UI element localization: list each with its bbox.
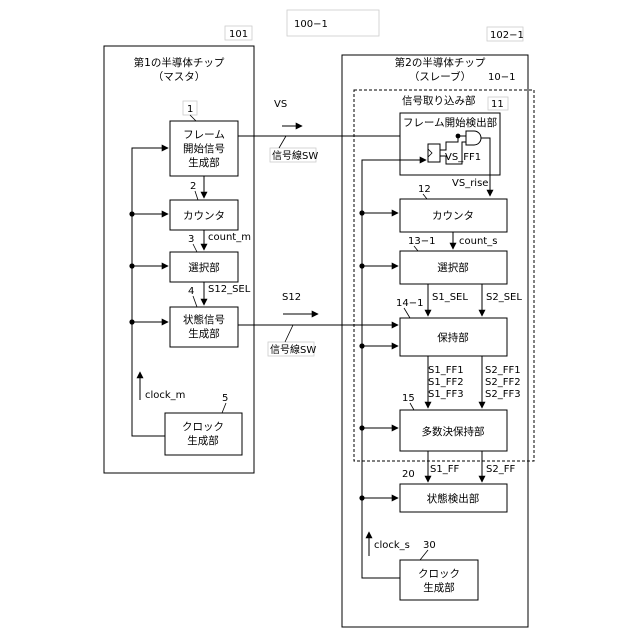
clock-gen-m-block <box>165 413 242 455</box>
frame-detect-ref: 11 <box>491 99 504 110</box>
s1-ff2-label: S1_FF2 <box>428 377 464 388</box>
chip2-subtitle: （スレーブ） <box>409 70 471 83</box>
s2-ff1-label: S2_FF1 <box>485 365 521 376</box>
clock-gen-m-ref: 5 <box>222 393 228 404</box>
s1-ff-label: S1_FF <box>430 464 459 475</box>
majority-label: 多数決保持部 <box>422 425 485 438</box>
chip2-title: 第2の半導体チップ <box>395 56 486 69</box>
selector-m-ref: 3 <box>188 234 194 245</box>
chip1-title: 第1の半導体チップ <box>134 56 225 69</box>
vs-line-label: 信号線SW <box>272 149 318 162</box>
counter-m-ref: 2 <box>190 181 196 192</box>
vs-rise-label: VS_rise <box>452 178 488 189</box>
frame-gen-label-2: 開始信号 <box>183 142 225 155</box>
capture-label: 信号取り込み部 <box>402 94 476 107</box>
majority-ref: 15 <box>402 393 415 404</box>
s1-sel-label: S1_SEL <box>432 292 468 303</box>
counter-s-label: カウンタ <box>432 210 474 222</box>
state-gen-ref: 4 <box>188 286 194 297</box>
clock-gen-m-label-2: 生成部 <box>187 434 219 447</box>
holder-label: 保持部 <box>437 331 469 344</box>
holder-ref: 14−1 <box>396 298 423 309</box>
count-m-label: count_m <box>208 232 251 243</box>
chip2-ref: 102−1 <box>490 30 524 41</box>
frame-detect-label: フレーム開始検出部 <box>403 116 497 129</box>
frame-gen-ref: 1 <box>187 104 193 115</box>
s12-line-label: 信号線SW <box>270 343 316 356</box>
s12-sel-label: S12_SEL <box>208 284 251 295</box>
state-detect-label: 状態検出部 <box>427 492 480 505</box>
vs-label: VS <box>274 99 287 110</box>
state-gen-block <box>170 307 238 347</box>
counter-s-ref: 12 <box>418 184 431 195</box>
state-detect-ref: 20 <box>402 469 415 480</box>
state-gen-label-2: 生成部 <box>188 327 220 340</box>
clock-gen-s-label-2: 生成部 <box>423 581 455 594</box>
s2-sel-label: S2_SEL <box>486 292 522 303</box>
s12-label: S12 <box>282 292 301 303</box>
vs-ff1-flipflop <box>428 144 440 162</box>
selector-s-ref: 13−1 <box>408 236 435 247</box>
clock-gen-s-block <box>400 560 478 600</box>
s2-ff-label: S2_FF <box>486 464 515 475</box>
state-gen-label-1: 状態信号 <box>183 313 225 326</box>
s1-ff1-label: S1_FF1 <box>428 365 464 376</box>
selector-m-label: 選択部 <box>188 261 220 274</box>
clock-m-label: clock_m <box>145 390 185 401</box>
s2-ff3-label: S2_FF3 <box>485 389 521 400</box>
and-gate-icon <box>466 131 481 145</box>
capture-ref: 10−1 <box>488 72 515 83</box>
s2-ff2-label: S2_FF2 <box>485 377 521 388</box>
chip1-ref: 101 <box>229 29 248 40</box>
count-s-label: count_s <box>459 236 497 247</box>
frame-gen-label-1: フレーム <box>183 129 225 141</box>
counter-m-label: カウンタ <box>183 210 225 222</box>
s1-ff3-label: S1_FF3 <box>428 389 464 400</box>
clock-gen-s-ref: 30 <box>423 540 436 551</box>
selector-s-label: 選択部 <box>437 261 469 274</box>
chip1-subtitle: （マスタ） <box>153 71 206 83</box>
vs-ff1-label: VS_FF1 <box>445 152 481 163</box>
figure-label: 100−1 <box>294 19 328 30</box>
clock-gen-s-label-1: クロック <box>418 568 460 580</box>
frame-gen-label-3: 生成部 <box>188 156 220 169</box>
clock-gen-m-label-1: クロック <box>182 421 224 433</box>
clock-s-label: clock_s <box>374 540 410 551</box>
